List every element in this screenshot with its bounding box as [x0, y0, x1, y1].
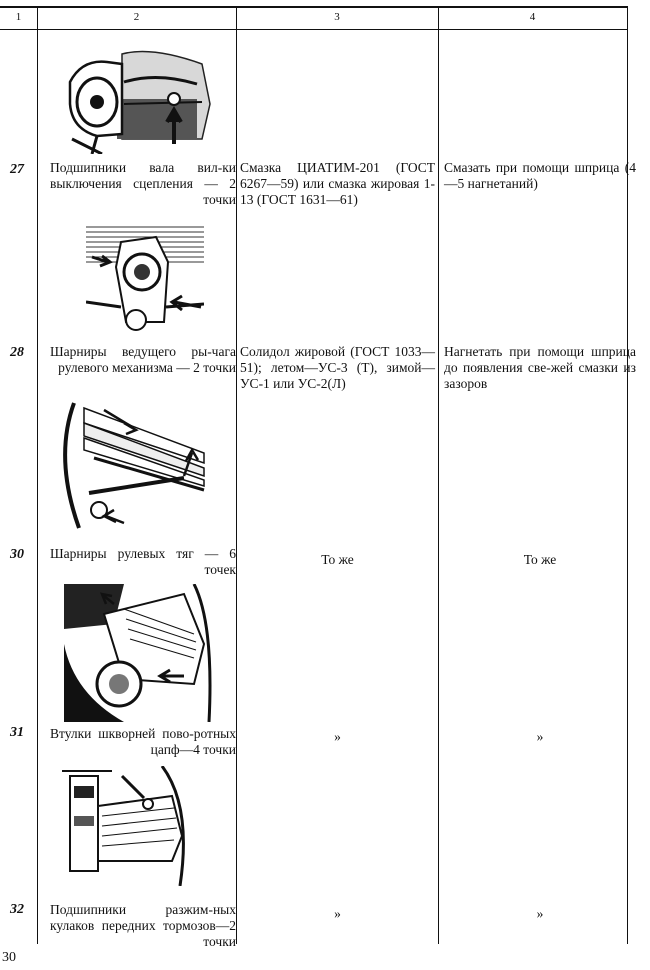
column-divider-3: [438, 6, 439, 944]
table-header-rule: [0, 29, 628, 30]
lubrication-point: Шарниры рулевых тяг — 6 точек: [50, 546, 236, 577]
header-col-2: 2: [133, 11, 140, 23]
lubricant-cell: »: [334, 906, 341, 921]
page-number: 30: [2, 950, 16, 965]
method-cell: То же: [523, 552, 557, 567]
header-col-3: 3: [334, 11, 340, 23]
rod-joints-illustration: [64, 584, 214, 722]
lubrication-point: Шарниры ведущего ры-чага рулевого механи…: [50, 344, 236, 375]
lubricant-cell: »: [334, 729, 341, 744]
steering-lever-illustration: [86, 226, 204, 331]
lubrication-point: Подшипники вала вил-ки выключения сцепле…: [50, 160, 236, 207]
lubricant-cell: Смазка ЦИАТИМ-201 (ГОСТ 6267—59) или сма…: [240, 160, 435, 207]
header-col-4: 4: [529, 11, 536, 23]
row-number: 31: [10, 725, 24, 740]
lubricant-cell: Солидол жировой (ГОСТ 1033—51); летом—УС…: [240, 344, 435, 391]
column-divider-2: [236, 6, 237, 944]
header-col-1: 1: [15, 11, 22, 23]
clutch-fork-shaft-illustration: [68, 50, 211, 154]
method-cell: Нагнетать при помощи шприца до появления…: [444, 344, 636, 391]
row-number: 30: [10, 547, 24, 562]
column-divider-4: [627, 6, 628, 944]
lubricant-cell: То же: [321, 552, 354, 567]
steering-rods-illustration: [63, 402, 205, 529]
row-number: 32: [10, 902, 24, 917]
lubrication-point: Подшипники разжим-ных кулаков передних т…: [50, 902, 236, 949]
method-cell: Смазать при помощи шприца (4—5 нагнетани…: [444, 160, 636, 191]
table-top-rule: [0, 6, 628, 8]
row-number: 27: [10, 162, 24, 177]
method-cell: »: [536, 906, 544, 921]
kingpin-bushings-illustration: [62, 766, 185, 886]
column-divider-1: [37, 6, 38, 944]
lubrication-point: Втулки шкворней пово-ротных цапф—4 точки: [50, 726, 236, 757]
method-cell: »: [536, 729, 544, 744]
row-number: 28: [10, 345, 24, 360]
